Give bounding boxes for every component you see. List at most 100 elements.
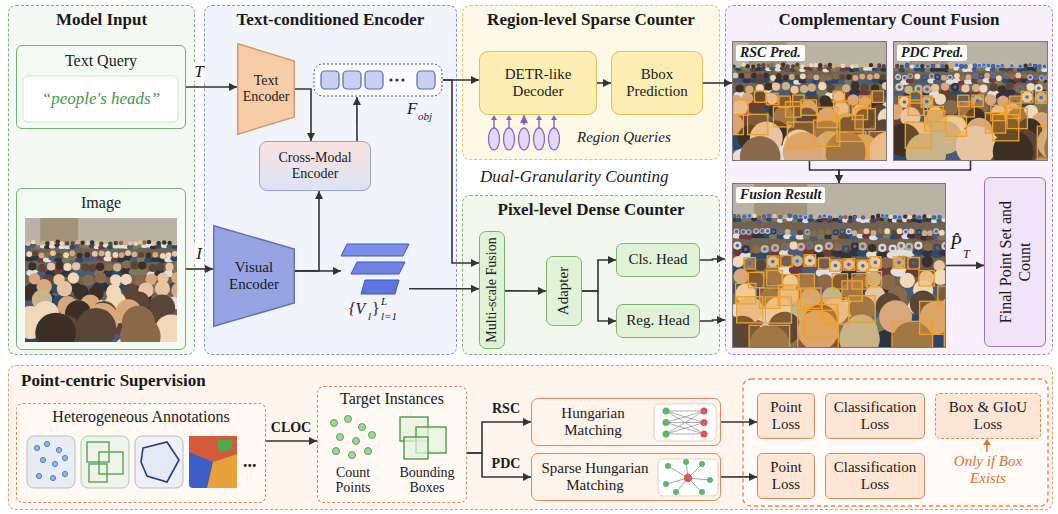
circle-shape: [857, 214, 861, 218]
circle-shape: [793, 215, 797, 219]
circle-shape: [121, 274, 132, 285]
circle-shape: [166, 263, 174, 271]
circle-shape: [740, 136, 781, 160]
rect-shape: [905, 122, 931, 148]
circle-shape: [151, 242, 155, 246]
rect-shape: [798, 310, 839, 347]
circle-shape: [830, 260, 841, 271]
circle-shape: [808, 259, 812, 263]
rect-shape: [733, 184, 945, 220]
circle-shape: [848, 216, 852, 220]
circle-shape: [663, 408, 670, 415]
circle-shape: [790, 242, 798, 250]
matching-box: Sparse Hungarian Matching: [531, 453, 721, 501]
circle-shape: [822, 214, 826, 218]
circle-shape: [365, 448, 372, 455]
rect-shape: [749, 325, 790, 347]
circle-shape: [898, 215, 902, 219]
circle-shape: [954, 63, 958, 67]
circle-shape: [767, 214, 771, 218]
circle-shape: [138, 262, 146, 270]
circle-shape: [95, 272, 106, 283]
circle-shape: [665, 463, 671, 469]
circle-shape: [903, 229, 909, 235]
circle-shape: [155, 281, 170, 296]
circle-shape: [105, 263, 113, 271]
connector: [700, 259, 725, 260]
circle-shape: [859, 74, 865, 80]
circle-shape: [1043, 82, 1047, 90]
circle-shape: [979, 85, 987, 93]
circle-shape: [905, 243, 913, 251]
node-text: Region Queries: [577, 129, 671, 145]
circle-shape: [900, 64, 904, 68]
circle-shape: [935, 93, 946, 104]
circle-shape: [125, 250, 131, 256]
circle-shape: [131, 261, 139, 269]
circle-shape: [744, 73, 750, 79]
circle-shape: [939, 230, 945, 236]
circle-shape: [88, 264, 96, 272]
circle-shape: [834, 264, 838, 268]
circle-shape: [1039, 96, 1043, 100]
circle-shape: [833, 214, 837, 218]
decoder-box: DETR-like Decoder: [479, 51, 597, 115]
circle-shape: [741, 62, 745, 66]
text-holder: l: [368, 310, 371, 323]
free-label: Only if Box Exists: [954, 453, 1022, 486]
circle-shape: [923, 76, 927, 80]
circle-shape: [854, 64, 858, 68]
circle-shape: [818, 215, 822, 219]
circle-shape: [844, 247, 848, 251]
circle-shape: [880, 257, 891, 268]
edge-label: CLOC: [269, 420, 313, 435]
circle-shape: [937, 215, 941, 219]
circle-shape: [907, 245, 911, 249]
circle-shape: [90, 240, 94, 244]
circle-shape: [948, 76, 952, 80]
circle-shape: [736, 64, 740, 68]
circle-shape: [920, 64, 924, 68]
circle-shape: [776, 64, 780, 68]
circle-shape: [804, 216, 808, 220]
circle-shape: [762, 215, 766, 219]
connector: [721, 421, 757, 423]
circle-shape: [877, 63, 881, 67]
circle-shape: [733, 64, 736, 68]
circle-shape: [897, 215, 901, 219]
circle-shape: [1033, 64, 1037, 68]
node-text: Model Input: [56, 10, 147, 29]
free-label: T: [963, 247, 970, 261]
node-art: [313, 63, 443, 97]
circle-shape: [791, 230, 797, 236]
circle-shape: [922, 75, 928, 81]
node-text: F: [407, 99, 417, 118]
circle-shape: [45, 241, 49, 245]
circle-shape: [938, 215, 942, 219]
circle-shape: [853, 215, 857, 219]
circle-shape: [932, 216, 936, 220]
circle-shape: [345, 416, 352, 423]
circle-shape: [843, 259, 854, 270]
circle-shape: [990, 73, 996, 79]
circle-shape: [757, 216, 761, 220]
circle-shape: [885, 214, 889, 218]
crowd-photo: [733, 184, 945, 347]
circle-shape: [847, 230, 851, 234]
circle-shape: [751, 73, 757, 79]
circle-shape: [908, 100, 923, 115]
circle-shape: [157, 241, 161, 245]
ellipse-shape: [519, 128, 530, 150]
circle-shape: [866, 271, 881, 286]
circle-shape: [57, 281, 72, 296]
circle-shape: [748, 114, 768, 134]
circle-shape: [1038, 65, 1042, 69]
circle-shape: [819, 229, 825, 235]
node-text: Fusion Result: [740, 187, 821, 202]
node-text: Point Loss: [760, 399, 812, 434]
circle-shape: [755, 91, 766, 102]
circle-shape: [108, 241, 112, 245]
node-text: l: [368, 310, 371, 322]
circle-shape: [770, 63, 774, 67]
circle-shape: [941, 64, 945, 68]
